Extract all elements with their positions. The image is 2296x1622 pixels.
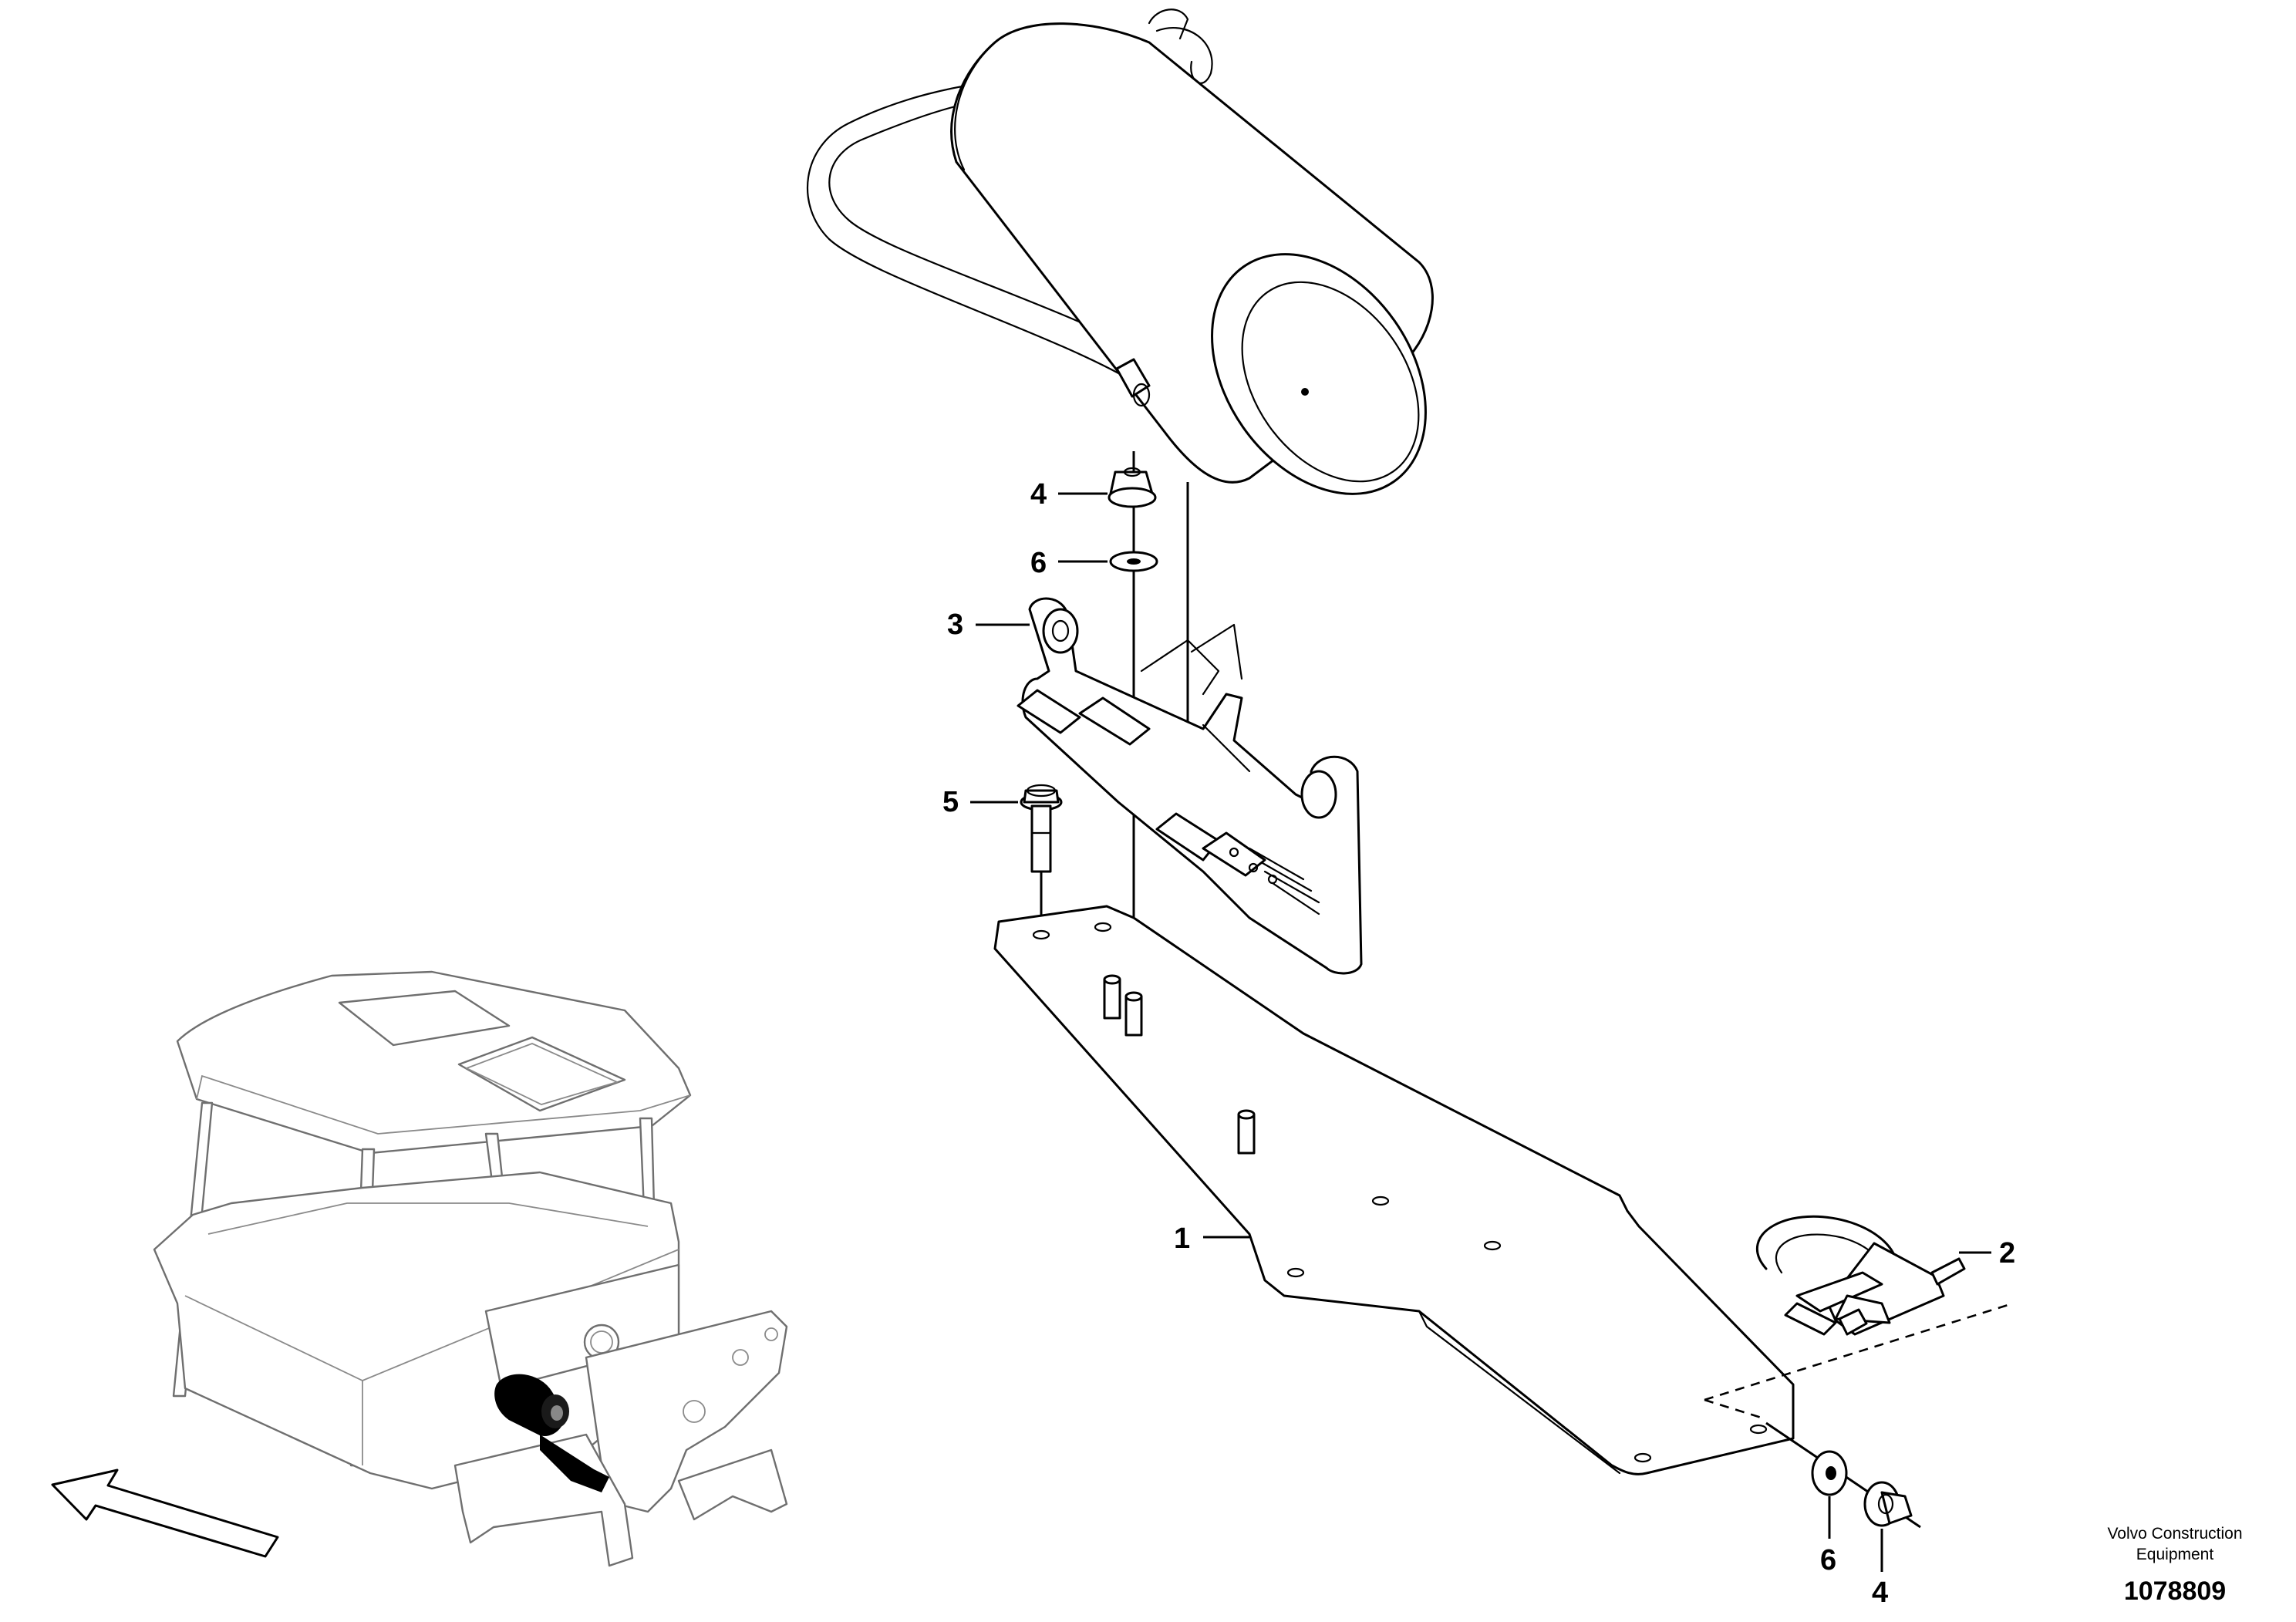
flange-nut-icon	[1108, 467, 1157, 508]
svg-text:2: 2	[1999, 1237, 2015, 1270]
svg-text:6: 6	[1820, 1544, 1836, 1576]
callout-4-top: 4	[1030, 478, 1108, 511]
company-name-line2: Equipment	[2136, 1546, 2214, 1563]
callout-2: 2	[1959, 1237, 2015, 1270]
svg-text:3: 3	[947, 609, 963, 641]
svg-text:1: 1	[1174, 1222, 1190, 1255]
svg-text:4: 4	[1872, 1576, 1888, 1609]
tank-bracket-icon	[1017, 597, 1363, 975]
air-tank-icon	[806, 8, 1434, 495]
alignment-line	[1704, 1302, 2014, 1401]
svg-text:5: 5	[942, 786, 959, 818]
air-tank-location-icon	[494, 1374, 609, 1492]
callout-3: 3	[947, 609, 1030, 641]
callout-1: 1	[1174, 1222, 1249, 1255]
callout-6-bottom: 6	[1820, 1496, 1836, 1576]
svg-text:6: 6	[1030, 547, 1047, 579]
cab-frame-icon	[153, 970, 788, 1567]
callout-5: 5	[942, 786, 1018, 818]
svg-text:4: 4	[1030, 478, 1047, 511]
alignment-line	[1704, 1398, 1767, 1421]
figure-number: 1078809	[2124, 1576, 2226, 1606]
washer-icon	[1811, 1450, 1848, 1496]
figure-footer: Volvo Construction Equipment 1078809	[2107, 1525, 2242, 1606]
callout-6-top: 6	[1030, 547, 1108, 579]
arrow-icon	[51, 1469, 279, 1558]
callout-4-bottom: 4	[1872, 1529, 1888, 1609]
flange-bolt-icon	[1020, 784, 1063, 873]
mounting-plate-icon	[993, 905, 1795, 1475]
company-name-line1: Volvo Construction	[2107, 1525, 2242, 1543]
washer-icon	[1109, 551, 1158, 572]
flange-nut-icon	[1863, 1481, 1913, 1527]
u-bolt-clamp-icon	[1755, 1215, 1966, 1336]
